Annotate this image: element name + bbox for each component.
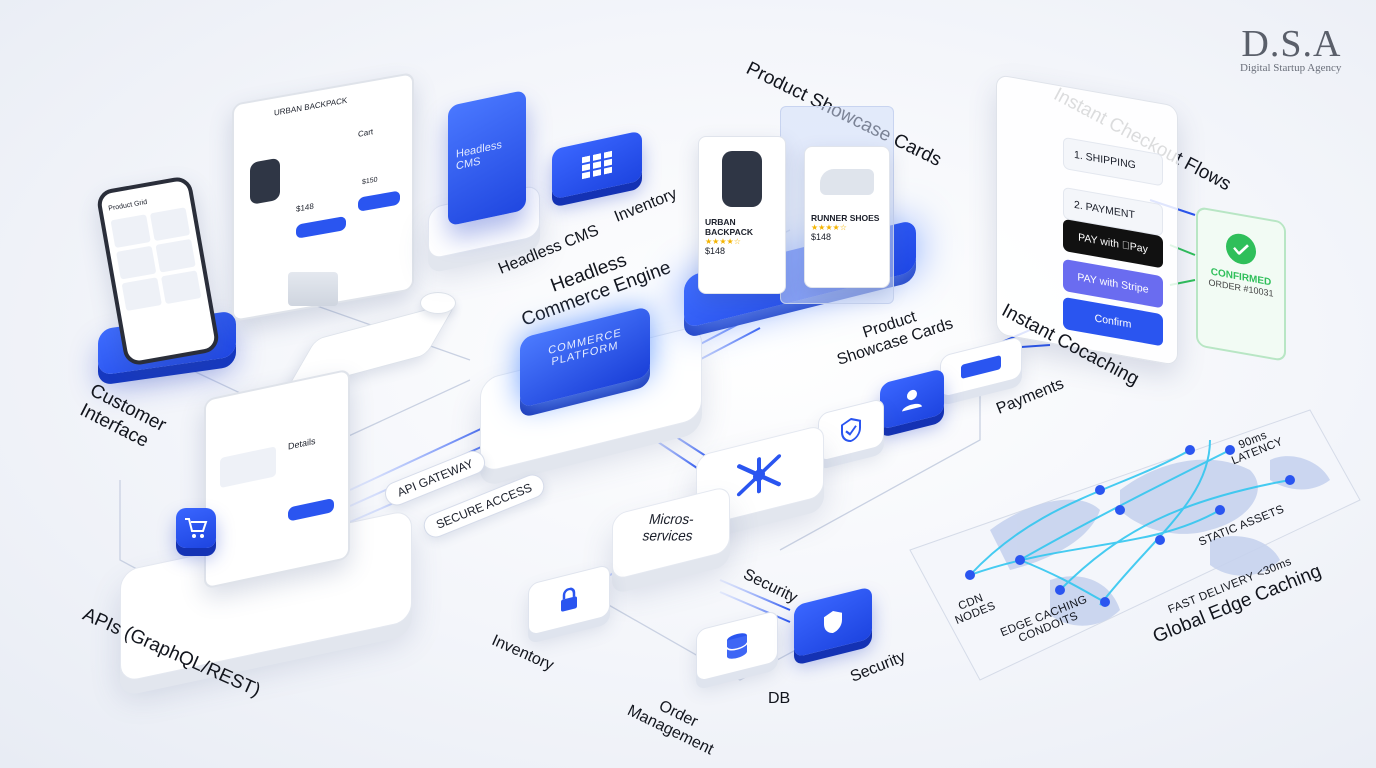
monitor-stand <box>288 272 338 306</box>
order-confirmed-card: CONFIRMED ORDER #10031 <box>1196 206 1286 362</box>
database-tile[interactable] <box>696 609 778 683</box>
phone-product-tile[interactable] <box>110 214 151 249</box>
brand-logo-text: D.S.A <box>1241 23 1342 65</box>
shield-tile[interactable] <box>818 397 884 463</box>
network-hub-icon <box>737 454 781 497</box>
tablet-mockup[interactable]: Details <box>204 368 350 590</box>
shopping-cart-icon <box>185 518 208 538</box>
shield-icon <box>824 610 842 634</box>
shoe-image <box>220 446 276 489</box>
product-name: RUNNER SHOES <box>811 213 880 223</box>
inventory-grid-tile[interactable] <box>552 130 642 200</box>
user-account-tile[interactable] <box>880 368 944 430</box>
credit-card-icon <box>961 355 1001 379</box>
phone-product-tile[interactable] <box>155 238 196 273</box>
backpack-image <box>722 151 762 207</box>
shield-check-icon <box>841 417 861 443</box>
user-icon <box>902 389 922 412</box>
product-price: $148 <box>811 232 832 242</box>
inventory-lock-tile[interactable] <box>528 563 610 637</box>
microservices-hub[interactable] <box>696 424 824 528</box>
monitor-cart-title: Cart <box>358 127 374 139</box>
product-stars: ★★★★☆ <box>705 237 741 246</box>
phone-product-grid <box>104 202 208 316</box>
security-shield-tile[interactable] <box>794 586 872 658</box>
monitor-product-name: URBAN BACKPACK <box>274 95 348 118</box>
phone-product-tile[interactable] <box>116 245 157 280</box>
backpack-image <box>250 157 280 205</box>
shopping-cart-tile[interactable] <box>176 508 216 548</box>
cms-server[interactable]: Headless CMS <box>448 89 526 227</box>
lock-icon <box>561 587 577 612</box>
phone-product-tile[interactable] <box>121 277 162 312</box>
phone-product-tile[interactable] <box>161 270 202 305</box>
monitor-price: $148 <box>296 201 314 214</box>
db-label: DB <box>768 690 791 707</box>
product-price: $148 <box>705 246 726 256</box>
tablet-buy-button[interactable] <box>288 497 334 522</box>
monitor-cart-total: $150 <box>362 176 378 187</box>
monitor-add-to-cart-button[interactable] <box>296 215 346 239</box>
database-icon <box>726 633 748 659</box>
phone-product-tile[interactable] <box>149 207 191 242</box>
microservices-label: Micros- services <box>640 510 696 544</box>
grid-icon <box>582 150 612 180</box>
product-name: URBAN BACKPACK <box>705 217 754 237</box>
product-card-backpack[interactable]: URBAN BACKPACK ★★★★☆ $148 <box>698 136 786 294</box>
shoe-image <box>820 169 874 195</box>
world-map <box>909 409 1361 681</box>
mouse <box>420 292 456 314</box>
brand-logo: D.S.A Digital Startup Agency <box>1240 22 1341 74</box>
brand-tagline: Digital Startup Agency <box>1240 62 1342 74</box>
product-card-shoes[interactable]: RUNNER SHOES ★★★★☆ $148 <box>804 146 890 288</box>
checkmark-icon <box>1226 231 1256 267</box>
tablet-heading: Details <box>288 435 316 452</box>
product-stars: ★★★★☆ <box>811 223 847 232</box>
checkout-step-shipping[interactable]: 1. SHIPPING <box>1063 136 1163 187</box>
monitor-checkout-button[interactable] <box>358 190 400 212</box>
